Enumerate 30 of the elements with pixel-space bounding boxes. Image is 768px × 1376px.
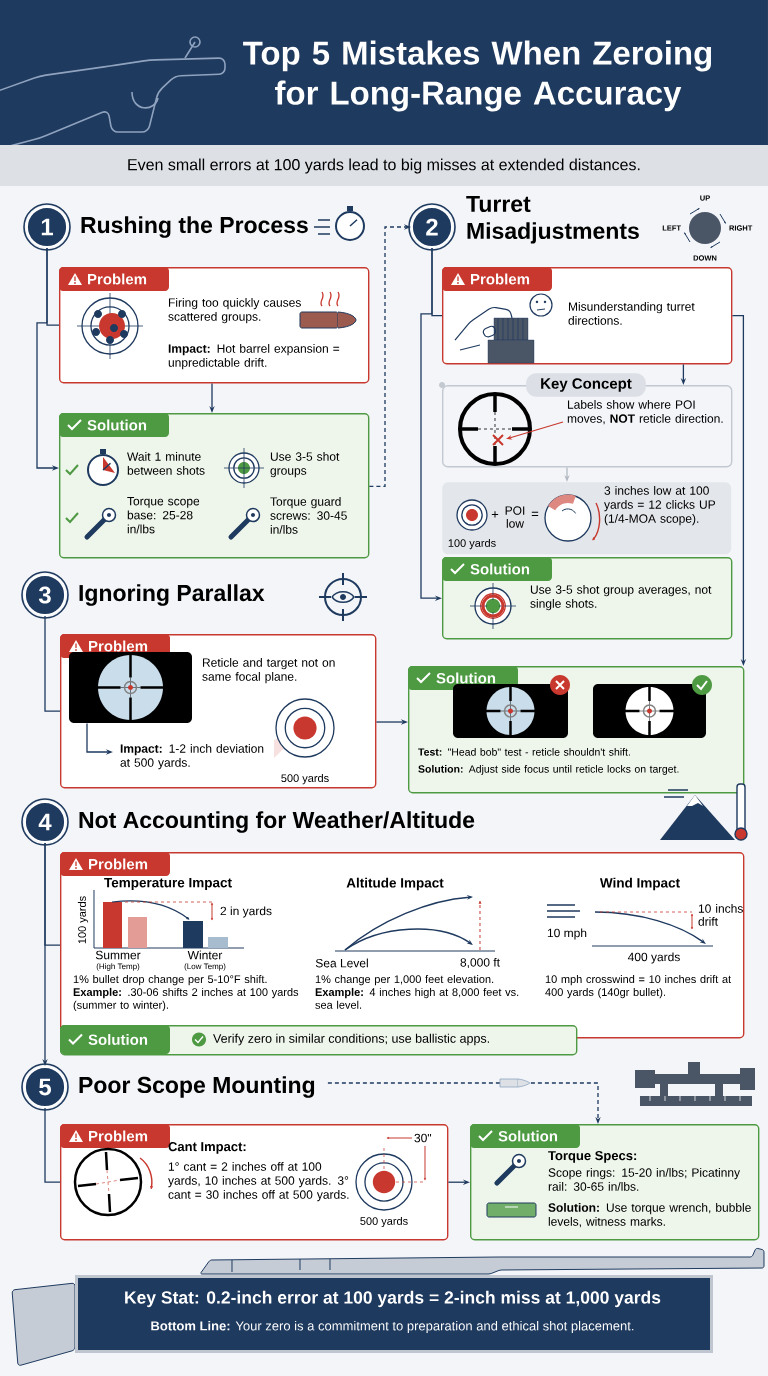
bar-label: (High Temp) <box>96 963 140 971</box>
section-heading: Ignoring Parallax <box>79 584 265 606</box>
solution-box: Solution Use 3-5 shot group averages, not single shots. <box>442 557 733 640</box>
section-heading: Rushing the Process <box>81 216 308 238</box>
key-concept-box: Key Concept Labels show where POI moves, NOT reticle direction. <box>439 373 733 468</box>
scope-view-picture <box>69 650 192 725</box>
solution-box: Solution Wait 1 minute between shots Use 3-5 shot groups Torque scope base: 25-28 in/lbs Torque guard screws: 30-45 in/lbs <box>59 413 370 559</box>
wind-speed-label: 10 mph <box>547 928 587 940</box>
measurement-label: 2 in yards <box>220 906 272 918</box>
measurement-label: 30" <box>414 1133 432 1143</box>
section-heading: Not Accounting for Weather/Altitude <box>79 811 475 833</box>
axis-label: Sea Level <box>315 958 368 968</box>
bar-label: Summer <box>95 950 141 960</box>
connector-line <box>44 1107 61 1183</box>
subtitle-banner: Even small errors at 100 yards lead to big misses at extended distances. <box>0 145 768 186</box>
problem-box: Problem Misunderstanding turret directions. <box>442 267 733 365</box>
measurement-label: 10 inchs drift <box>698 904 743 926</box>
axis-label: 400 yards <box>627 952 680 964</box>
solution-box: Solution Verify zero in similar conditions; use ballistic apps. <box>60 1025 578 1056</box>
solution-box: Solution Torque Specs: Scope rings: 15-20 in/lbs; Picatinny rail: 30-65 in/lbs. Solution: Use torque wrench, bubble levels, witness marks. <box>470 1124 760 1241</box>
connector-line <box>44 615 61 712</box>
key-stat-banner: Key Stat: 0.2-inch error at 100 yards = 2-inch miss at 1,000 yards Bottom Line: Your zero is a commitment to preparation and ethical shot placement. <box>75 1275 713 1353</box>
problem-box: Problem Firing too quickly causes scattered groups. Impact: Hot barrel expansion = unpredictable drift. <box>59 267 370 384</box>
bar-label: (Low Temp) <box>184 963 226 971</box>
section-heading: Turret Misadjustments <box>466 196 639 244</box>
axis-label: 8,000 ft <box>460 957 500 969</box>
title-banner: Top 5 Mistakes When Zeroing for Long-Range Accuracy <box>0 0 768 145</box>
bar-label: Winter <box>187 950 223 960</box>
axis-label: 100 yards <box>77 896 89 944</box>
section-heading: Poor Scope Mounting <box>79 1076 315 1098</box>
